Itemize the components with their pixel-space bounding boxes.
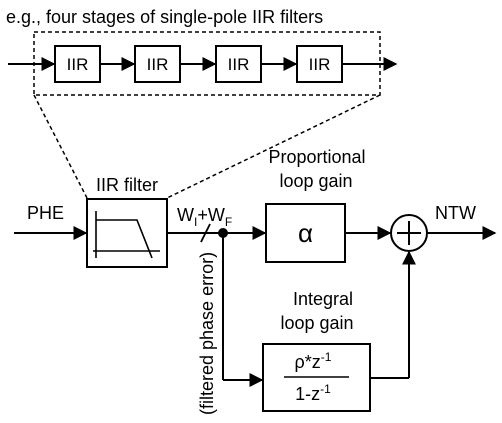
caption: e.g., four stages of single-pole IIR fil… — [6, 7, 323, 27]
iir-stage-2: IIR — [134, 45, 181, 83]
iir-stage-label: IIR — [67, 55, 89, 74]
iir-stage-4: IIR — [296, 45, 343, 83]
iir-filter-label: IIR filter — [96, 175, 158, 195]
proportional-gain-block: α — [265, 203, 346, 263]
integral-numerator: ρ*z-1 — [295, 350, 332, 372]
integral-label-1: Integral — [293, 289, 353, 309]
iir-filter-block — [86, 198, 168, 268]
proportional-label-1: Proportional — [268, 147, 365, 167]
expansion-line-right — [166, 94, 381, 199]
integral-denominator: 1-z-1 — [295, 382, 331, 404]
summer-node — [390, 214, 428, 252]
iir-stage-label: IIR — [147, 55, 169, 74]
iir-stage-label: IIR — [309, 55, 331, 74]
bus-slash — [200, 223, 211, 243]
iir-stage-label: IIR — [228, 55, 250, 74]
iir-stage-3: IIR — [215, 45, 262, 83]
alpha-symbol: α — [298, 218, 313, 248]
input-label: PHE — [27, 203, 64, 223]
lowpass-icon — [93, 211, 160, 259]
filtered-phase-error-label: (filtered phase error) — [197, 252, 217, 415]
iir-stage-1: IIR — [54, 45, 101, 83]
node-label: WI+WF — [177, 205, 232, 229]
output-label: NTW — [435, 203, 476, 223]
integral-gain-block: ρ*z-1 1-z-1 — [262, 343, 371, 412]
expansion-line-left — [33, 94, 88, 199]
proportional-label-2: loop gain — [279, 171, 352, 191]
integral-label-2: loop gain — [280, 313, 353, 333]
